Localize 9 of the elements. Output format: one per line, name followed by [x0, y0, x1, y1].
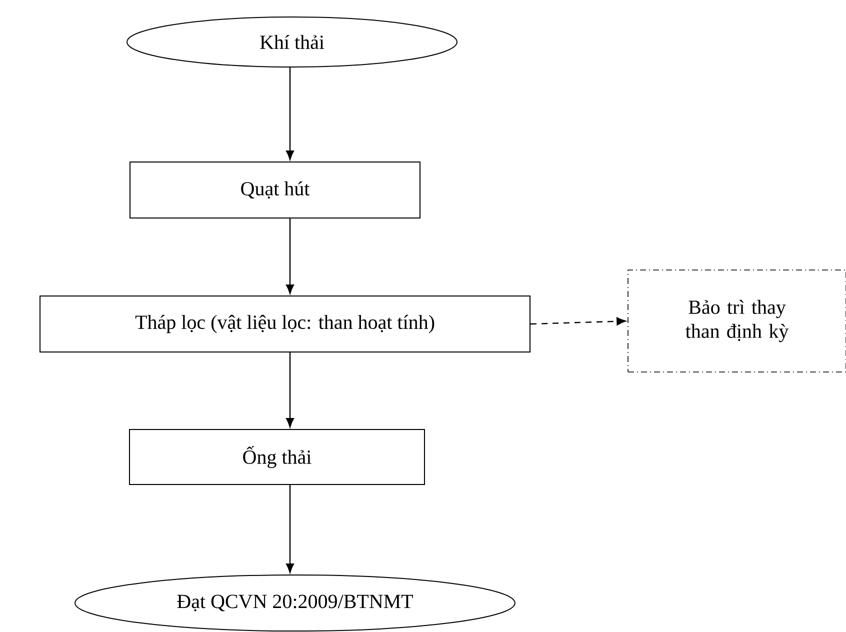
arrow [286, 218, 294, 294]
arrow [286, 485, 294, 573]
arrow [286, 68, 294, 160]
process-box: Ống thải [129, 429, 425, 485]
note-box: Bảo trì thay than định kỳ [628, 270, 846, 372]
arrow [530, 317, 626, 326]
arrow [286, 352, 294, 428]
process-box: Tháp lọc (vật liệu lọc: than hoạt tính) [40, 296, 530, 352]
process-box: Quạt hút [130, 162, 420, 218]
